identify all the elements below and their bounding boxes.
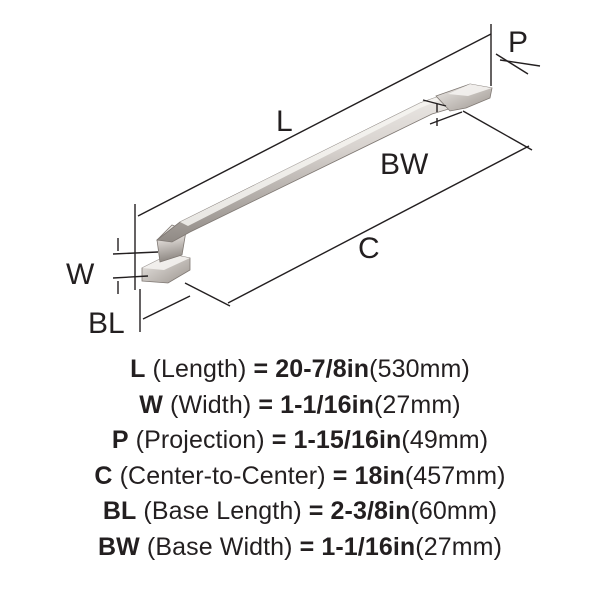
spec-row-width: W (Width) = 1-1/16in(27mm) [139,390,461,419]
spec-row-center-to-center: C (Center-to-Center) = 18in(457mm) [94,461,506,490]
width-dimension: W [66,238,159,294]
cabinet-pull-illustration [141,83,493,284]
handle-dimension-diagram: L P BW C W BL [66,24,541,340]
base-length-label: BL [88,307,125,340]
spec-row-base-width: BW (Base Width) = 1-1/16in(27mm) [97,532,502,561]
base-width-dimension: BW [380,99,463,181]
center-label: C [358,232,380,265]
spec-row-base-length: BL (Base Length) = 2-3/8in(60mm) [102,497,498,525]
base-length-dimension: BL [88,289,191,340]
length-dimension: L [134,24,492,290]
specification-list: L (Length) = 20-7/8in(530mm) W (Width) =… [0,352,600,565]
projection-label: P [508,26,528,59]
center-to-center-dimension: C [184,110,533,307]
spec-row-projection: P (Projection) = 1-15/16in(49mm) [111,426,489,454]
spec-row-length: L (Length) = 20-7/8in(530mm) [130,355,470,383]
base-width-label: BW [380,148,429,181]
projection-dimension: P [495,26,541,75]
length-label: L [276,105,293,138]
width-label: W [66,258,95,291]
